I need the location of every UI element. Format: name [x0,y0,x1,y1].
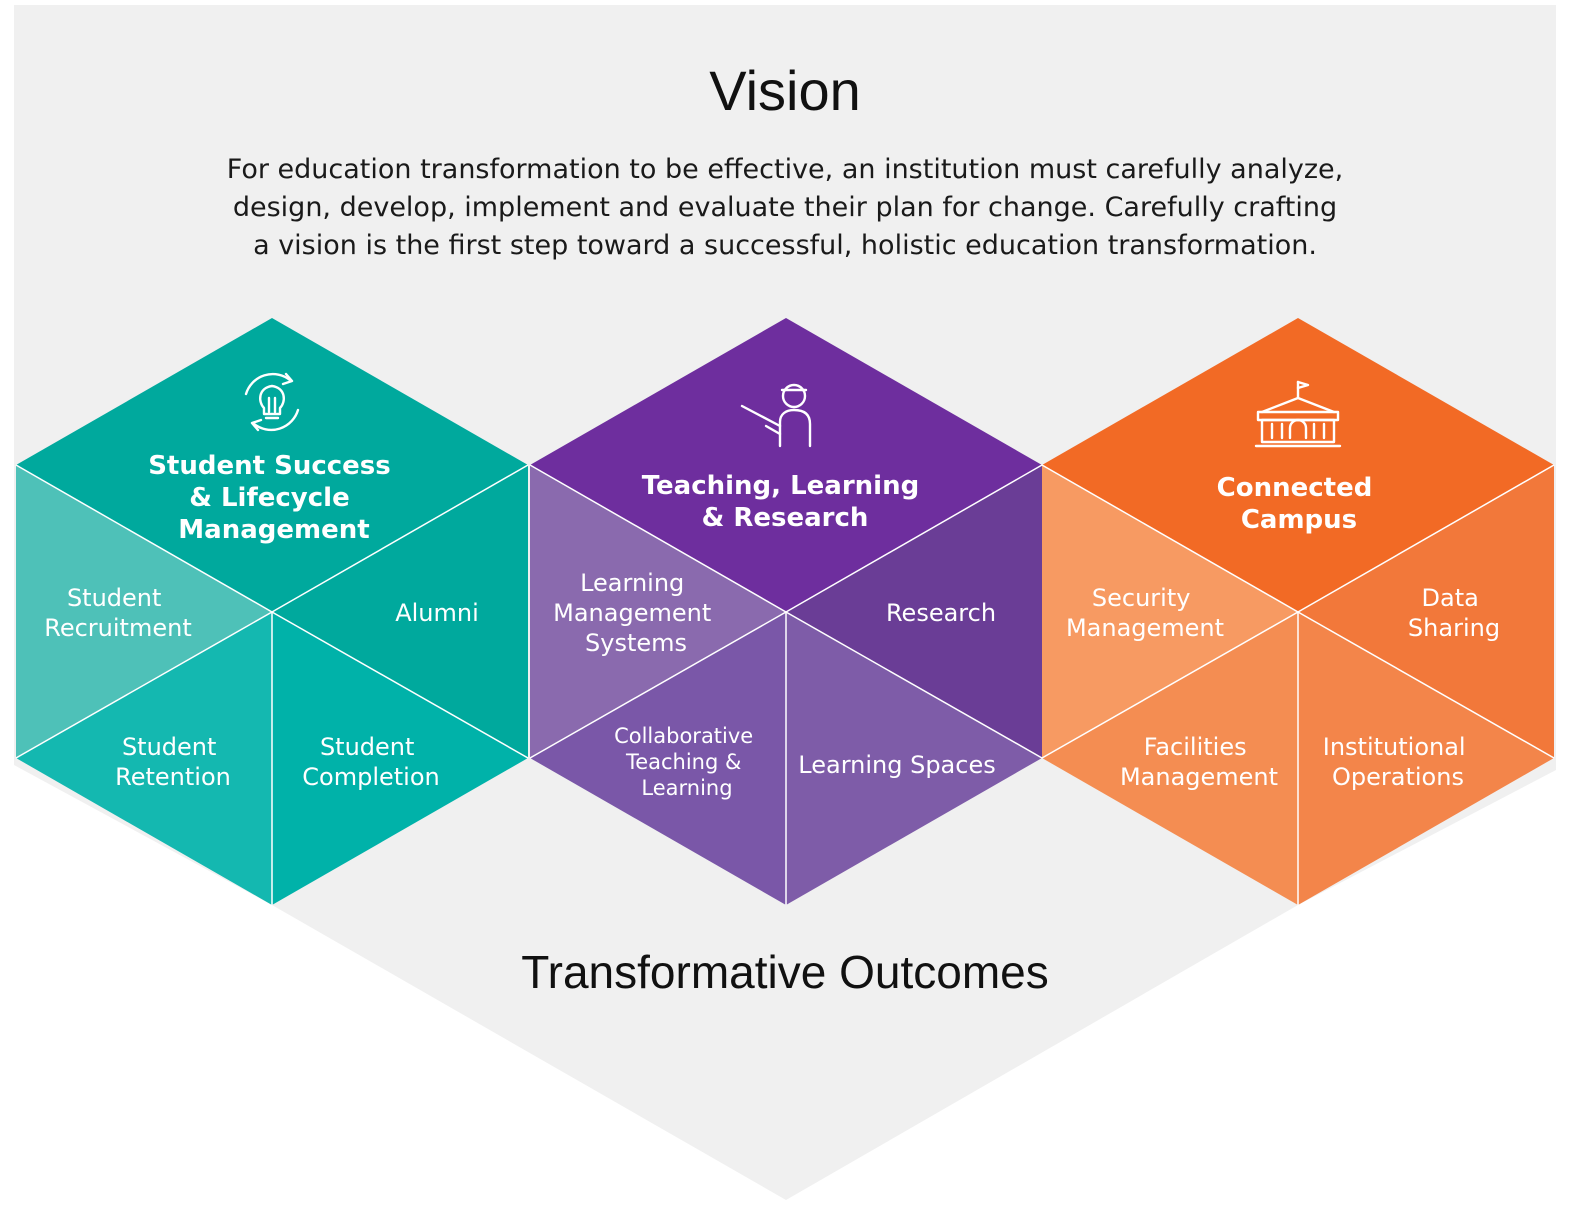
pillar-teaching-learning-research: Teaching, Learning & Research Learning M… [529,318,1043,905]
tile-dividers [15,464,529,905]
data-sharing-tile [1298,465,1554,758]
student-completion-label: Student Completion [302,733,439,791]
student-recruitment-label: Student Recruitment [44,584,191,642]
institutional-operations-label: Institutional Operations [1323,733,1473,791]
learning-spaces-label: Learning Spaces [798,751,995,779]
tile-dividers [529,464,1043,905]
vision-description-line-2: design, develop, implement and evaluate … [233,192,1337,223]
student-completion-tile [272,612,528,905]
outcome-title: Transformative Outcomes [521,946,1048,998]
lightbulb-cycle-icon [244,372,300,432]
collaborative-teaching-tile [530,612,786,905]
student-retention-tile [16,612,272,905]
learning-management-systems-label: Learning Management Systems [553,569,719,657]
security-management-label: Security Management [1066,584,1224,642]
teaching-heading: Teaching, Learning & Research [642,471,929,533]
alumni-label: Alumni [395,599,479,627]
student-recruitment-tile [16,465,272,758]
facilities-management-label: Facilities Management [1120,733,1278,791]
facilities-management-tile [1042,612,1298,905]
data-sharing-label: Data Sharing [1408,584,1500,642]
vision-description-line-1: For education transformation to be effec… [227,154,1343,185]
student-success-heading: Student Success & Lifecycle Management [148,451,400,545]
student-retention-label: Student Retention [115,733,231,791]
alumni-tile [272,465,528,758]
pillar-connected-campus: Connected Campus Security Management Dat… [1041,318,1555,905]
institutional-operations-tile [1298,612,1554,905]
research-label: Research [886,599,996,627]
campus-building-icon [1254,380,1342,448]
security-management-tile [1042,465,1298,758]
teacher-icon [740,383,812,448]
tile-dividers [1041,464,1555,905]
learning-spaces-tile [786,612,1042,905]
learning-management-systems-tile [530,465,786,758]
research-tile [786,465,1042,758]
connected-campus-heading: Connected Campus [1217,473,1382,535]
vision-description-line-3: a vision is the first step toward a succ… [253,230,1317,261]
pillar-student-success: Student Success & Lifecycle Management S… [15,318,529,905]
vision-title: Vision [709,59,861,122]
collaborative-teaching-label: Collaborative Teaching & Learning [614,724,760,800]
